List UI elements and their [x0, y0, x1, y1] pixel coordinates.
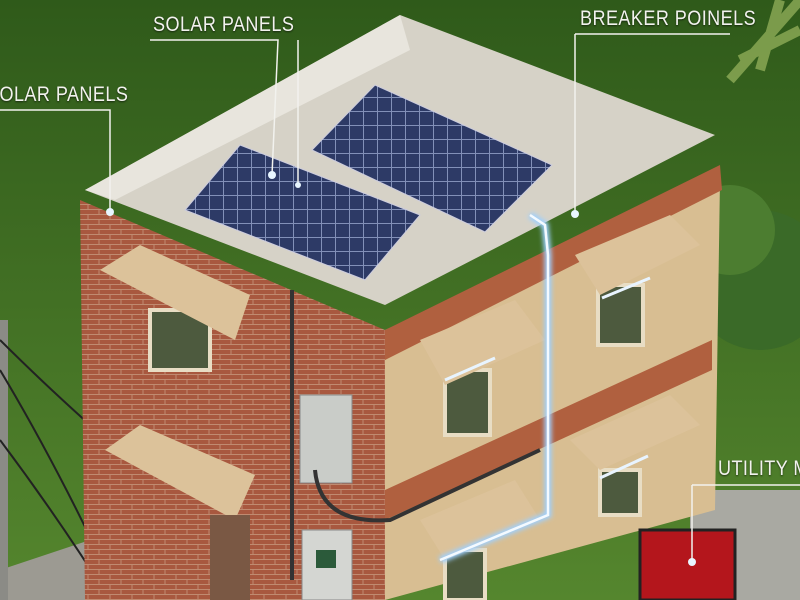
callout-line-solar-left: [0, 109, 111, 210]
callout-line-utility: [691, 484, 800, 560]
callout-solar-panels-left: SOLAR PANELS: [0, 83, 129, 106]
utility-pole: [0, 320, 8, 600]
callout-utility-meter: UTILITY M: [718, 457, 800, 480]
callout-dot: [268, 171, 276, 179]
breaker-box: [299, 394, 353, 484]
callout-dot: [106, 208, 114, 216]
awning: [420, 480, 540, 560]
brick-band: [385, 165, 722, 360]
window: [598, 468, 642, 517]
awning: [420, 300, 545, 385]
callout-dot: [688, 558, 696, 566]
awning: [100, 245, 250, 340]
window: [596, 283, 645, 347]
solar-array-right: [311, 84, 553, 233]
solar-array-left: [184, 144, 421, 281]
callout-solar-panels-top: SOLAR PANELS: [153, 13, 295, 36]
awning: [105, 425, 255, 520]
callout-line-breaker: [574, 33, 730, 212]
conduit-pipe: [290, 290, 541, 580]
awning: [570, 395, 700, 470]
callout-breaker-panels: BREAKER POINELS: [580, 7, 757, 30]
roof-parapet: [85, 15, 410, 200]
door: [210, 515, 250, 600]
meter-display: [316, 550, 336, 568]
house-left-wall: [80, 200, 385, 600]
callout-dot: [571, 210, 579, 218]
callout-dot: [295, 182, 301, 188]
palm-tree: [726, 0, 800, 84]
pavement-left: [0, 540, 110, 600]
awning: [575, 215, 700, 295]
generator: [638, 528, 737, 600]
glowing-wire: [438, 212, 651, 564]
callout-line-solar-top: [150, 39, 299, 185]
